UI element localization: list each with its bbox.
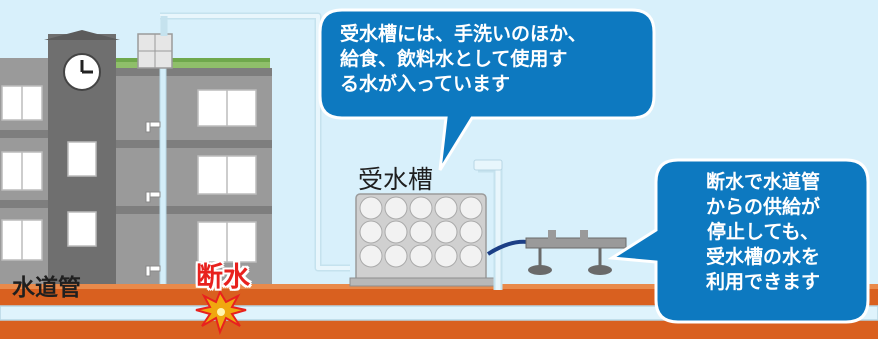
callout-top-line: 給食、飲料水として使用す <box>340 48 568 70</box>
tank-panels <box>359 196 483 268</box>
building-riser-pipe <box>159 67 167 287</box>
callout-right-text: 断水で水道管 からの供給が 停止しても、 受水槽の水を 利用できます <box>668 170 858 295</box>
pipe-burst-icon <box>195 289 247 335</box>
receiving-tank-label: 受水槽 <box>358 165 434 194</box>
water-outage-label: 断水 <box>196 262 250 293</box>
callout-top-line: 受水槽には、手洗いのほか、 <box>340 23 587 45</box>
callout-right <box>607 158 870 324</box>
tower-windows <box>67 141 97 247</box>
emergency-faucet-stand <box>486 230 627 275</box>
supply-pipe <box>160 12 350 272</box>
faucet-icons <box>145 121 161 277</box>
school-building <box>0 30 272 287</box>
callout-top <box>318 8 656 171</box>
callout-right-line: からの供給が <box>705 196 820 218</box>
callout-top-line: る水が入っています <box>340 73 511 95</box>
callout-right-line: 受水槽の水を <box>705 246 820 268</box>
rooftop-tank <box>137 33 173 69</box>
receiving-tank <box>349 159 503 290</box>
callout-right-line: 停止しても、 <box>707 221 819 243</box>
water-main-label: 水道管 <box>12 275 81 301</box>
callout-right-line: 断水で水道管 <box>705 171 820 193</box>
callout-top-text: 受水槽には、手洗いのほか、 給食、飲料水として使用す る水が入っています <box>340 22 630 97</box>
callout-right-line: 利用できます <box>705 271 820 293</box>
clock-icon <box>63 53 101 91</box>
